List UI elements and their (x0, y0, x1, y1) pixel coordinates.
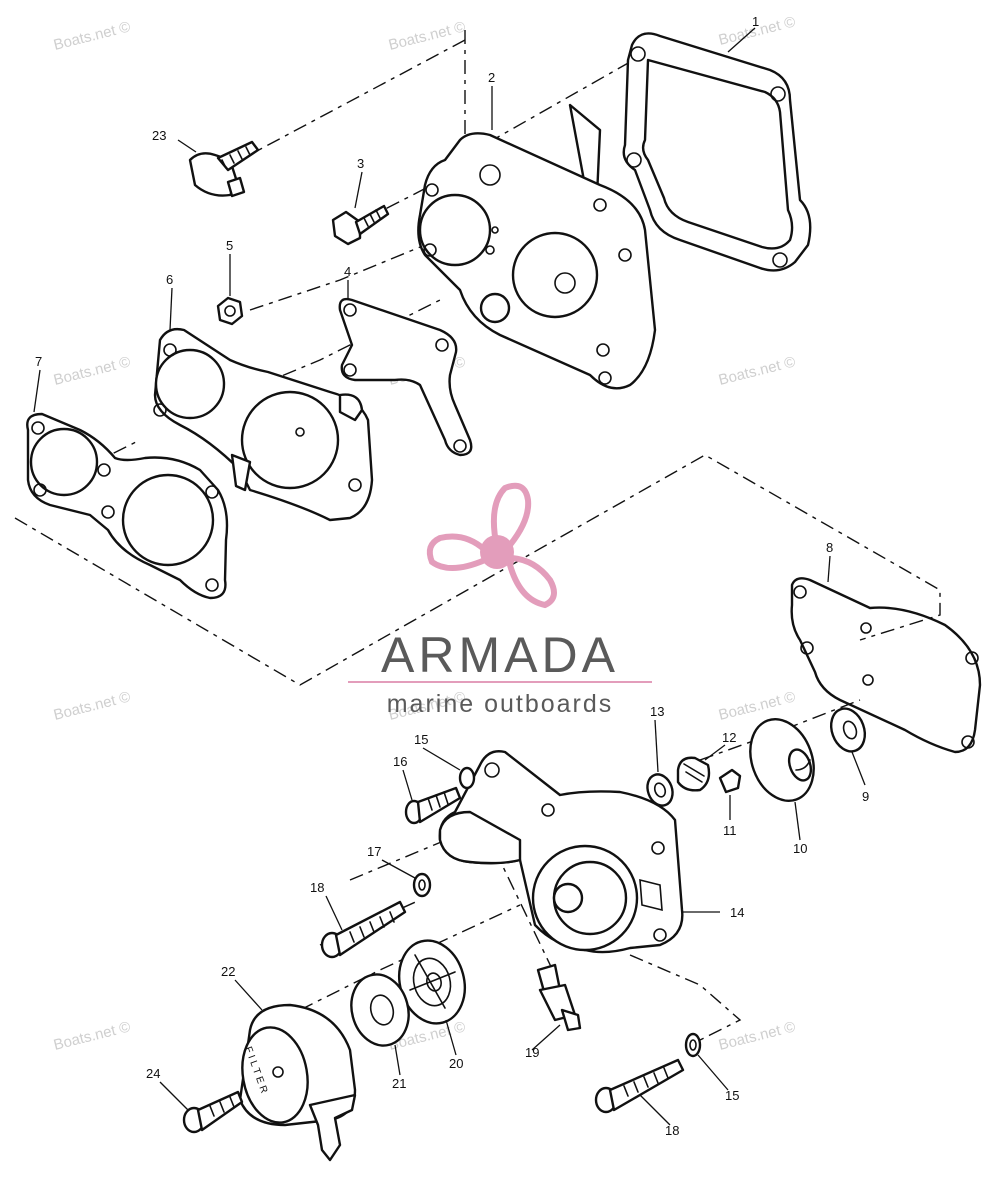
watermark-text: Boats.net © (52, 688, 132, 724)
washer-part-9 (829, 707, 867, 753)
part-label-14: 14 (730, 905, 744, 920)
part-label-3: 3 (357, 156, 364, 171)
o-ring-part-13 (646, 773, 674, 807)
bolt-part-3 (331, 204, 390, 246)
part-label-20: 20 (449, 1056, 463, 1071)
part-label-8: 8 (826, 540, 833, 555)
part-label-24: 24 (146, 1066, 160, 1081)
part-label-13: 13 (650, 704, 664, 719)
screw-part-24 (182, 1090, 244, 1134)
part-label-17: 17 (367, 844, 381, 859)
watermark-text: Boats.net © (387, 18, 467, 54)
part-label-7: 7 (35, 354, 42, 369)
watermark-text: Boats.net © (717, 1018, 797, 1054)
screw-part-11 (718, 768, 742, 794)
part-label-11: 11 (723, 823, 737, 838)
seal-ring-part-21 (350, 973, 410, 1047)
part-label-15: 15 (414, 732, 428, 747)
pump-cover-part-2 (417, 103, 657, 390)
part-label-18-lower: 18 (665, 1123, 679, 1138)
elbow-fitting-part-23 (188, 140, 260, 198)
part-label-5: 5 (226, 238, 233, 253)
watermark-text: Boats.net © (717, 353, 797, 389)
leader-lines (33, 27, 866, 1126)
gasket-part-1 (622, 32, 812, 272)
washer-part-15 (458, 766, 476, 790)
logo-tagline: marine outboards (387, 690, 614, 718)
watermark-text: Boats.net © (52, 353, 132, 389)
part-label-12: 12 (722, 730, 736, 745)
part-label-1: 1 (752, 14, 759, 29)
part-number-labels: 1 2 3 4 5 6 7 8 9 10 11 12 13 14 15 16 1… (35, 14, 869, 1138)
pump-housing-part-14 (438, 750, 684, 954)
part-label-10: 10 (793, 841, 807, 856)
watermark-text: Boats.net © (717, 688, 797, 724)
screw-part-18 (320, 900, 407, 959)
armada-logo: ARMADA marine outboards (348, 482, 652, 718)
part-label-23: 23 (152, 128, 166, 143)
watermark-text: Boats.net © (52, 1018, 132, 1054)
watermark-text: Boats.net © (52, 18, 132, 54)
valve-part-12 (676, 756, 711, 792)
gasket-part-8 (790, 577, 982, 754)
part-label-21: 21 (392, 1076, 406, 1091)
part-label-4: 4 (344, 264, 351, 279)
bracket-part-4 (338, 297, 473, 457)
lock-washer-part-17 (412, 872, 432, 898)
filter-cup-part-22: FILTER (238, 1003, 357, 1162)
part-label-16: 16 (393, 754, 407, 769)
part-label-9: 9 (862, 789, 869, 804)
part-label-19: 19 (525, 1045, 539, 1060)
washer-part-15-lower (684, 1032, 702, 1058)
bolt-part-16 (404, 786, 462, 825)
propeller-icon (426, 482, 557, 609)
gasket-part-7 (26, 412, 229, 600)
part-label-2: 2 (488, 70, 495, 85)
nut-part-5 (216, 296, 244, 326)
part-label-22: 22 (221, 964, 235, 979)
logo-name: ARMADA (381, 627, 619, 683)
screw-part-18-lower (594, 1058, 685, 1114)
fitting-part-19 (536, 963, 582, 1032)
part-label-18: 18 (310, 880, 324, 895)
diaphragm-part-10 (749, 718, 815, 802)
part-label-6: 6 (166, 272, 173, 287)
part-label-15-lower: 15 (725, 1088, 739, 1103)
adapter-plate-part-6 (153, 327, 374, 522)
